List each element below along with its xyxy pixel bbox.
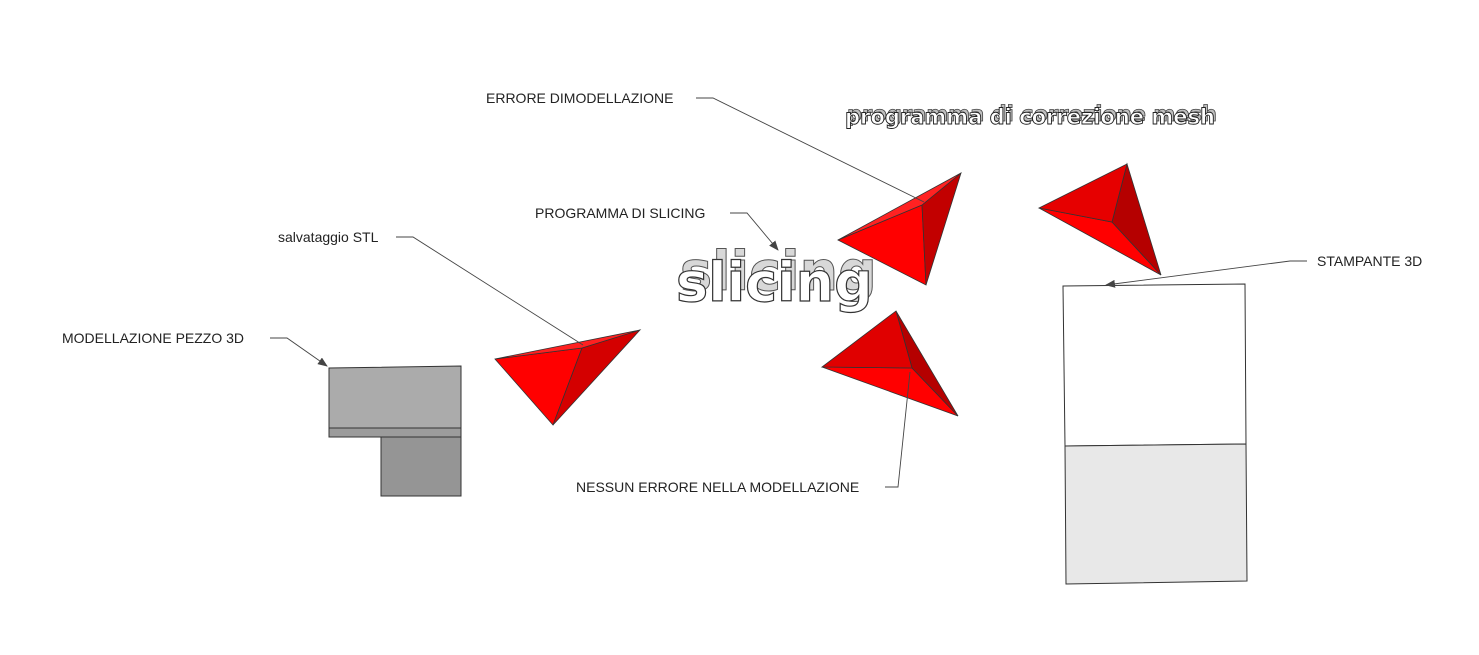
arrow-2 (837, 171, 962, 286)
label-slicing-program: PROGRAMMA DI SLICING (535, 205, 705, 221)
leader-nessun (885, 371, 911, 488)
svg-text:slicing: slicing (680, 240, 877, 303)
printer-3d (1062, 283, 1248, 585)
part-top-face (328, 365, 462, 429)
arrow-1 (494, 329, 642, 426)
label-modellazione: MODELLAZIONE PEZZO 3D (62, 330, 244, 346)
part-3d (328, 365, 462, 497)
slicing-3d-text: slicing slicing (675, 240, 877, 315)
svg-text:slicing: slicing (676, 251, 873, 314)
leader-salvataggio (396, 236, 584, 346)
svg-text:programma di correzione mesh: programma di correzione mesh (847, 102, 1217, 126)
printer-top-section (1062, 283, 1247, 447)
label-salvataggio: salvataggio STL (278, 229, 379, 245)
arrow-4 (1037, 162, 1162, 276)
printer-bottom-section (1064, 443, 1248, 585)
leader-errore (696, 97, 925, 203)
label-stampante: STAMPANTE 3D (1317, 253, 1422, 269)
part-lower-block (380, 436, 462, 497)
label-errore: ERRORE DIMODELLAZIONE (486, 90, 673, 106)
leader-modellazione (270, 337, 328, 367)
arrow-3 (820, 310, 959, 417)
svg-text:programma di correzione mesh: programma di correzione mesh (845, 105, 1215, 129)
leader-slicing (730, 212, 779, 251)
leader-stampante (1105, 260, 1307, 288)
label-nessun-errore: NESSUN ERRORE NELLA MODELLAZIONE (576, 479, 859, 495)
mesh-program-title: programma di correzione mesh programma d… (845, 102, 1218, 130)
part-middle-band (328, 427, 462, 438)
